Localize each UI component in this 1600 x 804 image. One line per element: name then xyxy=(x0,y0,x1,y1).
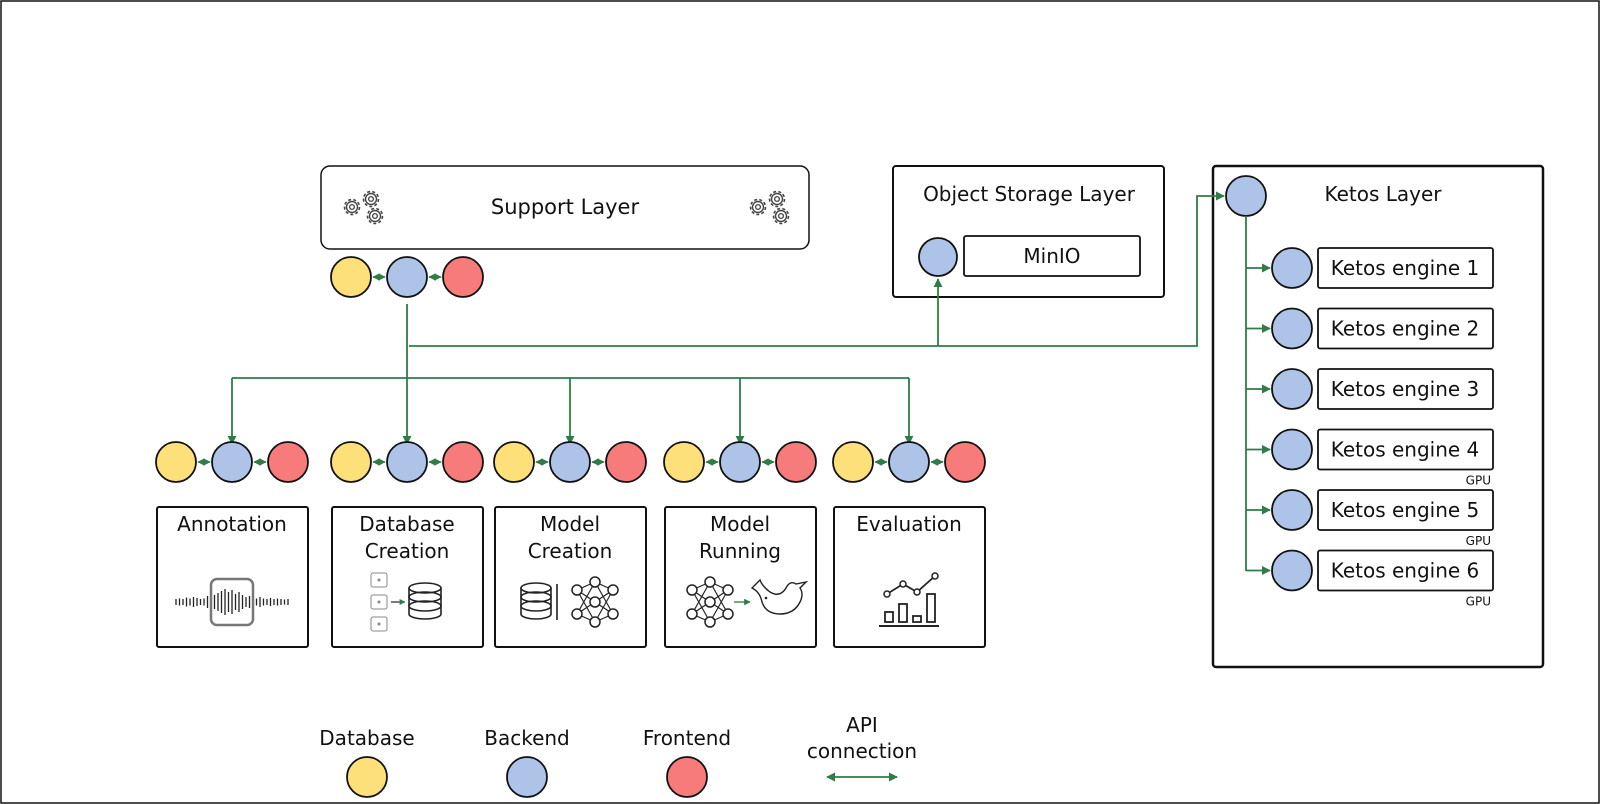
ketos-backend-node xyxy=(1225,175,1267,217)
support-service-trio xyxy=(330,256,484,298)
engine-box xyxy=(1317,549,1494,592)
engine-label: Ketos engine 3 xyxy=(1331,377,1480,401)
engine-backend-node xyxy=(1271,428,1313,471)
engine-box xyxy=(1317,368,1494,410)
engine-box xyxy=(1317,489,1494,531)
module-title-line1: Model xyxy=(710,512,770,536)
backend-node xyxy=(211,441,253,483)
engine-backend-node xyxy=(1271,307,1313,350)
module-box xyxy=(664,506,817,648)
engine-backend-node xyxy=(1271,549,1313,592)
database-node xyxy=(663,441,705,483)
module-title-line1: Model xyxy=(540,512,600,536)
frontend-node xyxy=(775,441,817,483)
waveform-icon xyxy=(175,577,289,627)
object-storage-title: Object Storage Layer xyxy=(923,182,1136,206)
module-evaluation: Evaluation xyxy=(832,441,986,648)
database-node xyxy=(493,441,535,483)
engine-box xyxy=(1317,428,1494,471)
model-running-icon xyxy=(686,576,809,628)
service-trio xyxy=(155,441,309,483)
frontend-node xyxy=(442,441,484,483)
engine-label: Ketos engine 4 xyxy=(1331,438,1480,462)
ketos-engine: Ketos engine 1 xyxy=(1246,247,1494,289)
legend-api-label-1: API xyxy=(846,713,878,737)
service-trio xyxy=(493,441,647,483)
backend-node xyxy=(719,441,761,483)
module-box xyxy=(331,506,484,648)
chart-icon xyxy=(879,572,939,627)
module-box xyxy=(833,506,986,648)
frontend-node xyxy=(605,441,647,483)
database-creation-icon xyxy=(370,572,442,632)
backend-node xyxy=(918,237,958,277)
module-title-line1: Evaluation xyxy=(856,512,962,536)
engine-label: Ketos engine 1 xyxy=(1331,256,1480,280)
ketos-engines: Ketos engine 1 Ketos engine 2 Ketos engine… xyxy=(1246,247,1494,609)
database-node xyxy=(330,256,372,298)
module-title-line2: Running xyxy=(699,539,781,563)
frontend-node xyxy=(442,256,484,298)
support-layer: Support Layer xyxy=(320,165,810,250)
service-trio xyxy=(330,441,484,483)
database-node xyxy=(330,441,372,483)
legend: Database Backend Frontend API connection xyxy=(319,713,917,798)
service-trio xyxy=(663,441,817,483)
frontend-node xyxy=(944,441,986,483)
minio-box xyxy=(963,235,1141,277)
legend-api-label-2: connection xyxy=(807,739,917,763)
engine-label: Ketos engine 6 xyxy=(1331,559,1480,583)
legend-database-label: Database xyxy=(319,726,414,750)
frontend-node xyxy=(267,441,309,483)
module-title-line1: Annotation xyxy=(177,512,287,536)
database-node xyxy=(155,441,197,483)
engine-backend-node xyxy=(1271,247,1313,289)
database-node xyxy=(832,441,874,483)
ketos-engine: Ketos engine 6 GPU xyxy=(1246,549,1494,609)
engine-label: Ketos engine 2 xyxy=(1331,317,1480,341)
backend-node xyxy=(888,441,930,483)
legend-backend-label: Backend xyxy=(484,726,570,750)
service-trio xyxy=(330,256,484,298)
module-title-line1: Database xyxy=(359,512,454,536)
legend-frontend-label: Frontend xyxy=(643,726,731,750)
ketos-layer: Ketos Layer xyxy=(1211,164,1545,669)
module-title-line2: Creation xyxy=(365,539,450,563)
api-connections xyxy=(227,191,1225,445)
engine-gpu-note: GPU xyxy=(1466,474,1491,488)
engine-box xyxy=(1317,247,1494,289)
module-annotation: Annotation xyxy=(155,441,309,648)
legend-backend-circle xyxy=(506,756,548,798)
backend-node xyxy=(549,441,591,483)
ketos-engine: Ketos engine 3 xyxy=(1246,368,1494,410)
ketos-layer-title: Ketos Layer xyxy=(1324,182,1442,206)
engine-gpu-note: GPU xyxy=(1466,595,1491,609)
engine-gpu-note: GPU xyxy=(1466,534,1491,548)
legend-database-circle xyxy=(346,756,388,798)
engine-label: Ketos engine 5 xyxy=(1331,498,1480,522)
engine-backend-node xyxy=(1271,489,1313,531)
model-creation-icon xyxy=(520,576,619,628)
legend-frontend-circle xyxy=(666,756,708,798)
ketos-engine: Ketos engine 4 GPU xyxy=(1246,428,1494,488)
support-layer-title: Support Layer xyxy=(491,195,640,219)
ketos-engine: Ketos engine 2 xyxy=(1246,307,1494,350)
backend-node xyxy=(386,441,428,483)
engine-backend-node xyxy=(1271,368,1313,410)
backend-node xyxy=(386,256,428,298)
module-box xyxy=(156,506,309,648)
minio-label: MinIO xyxy=(1023,244,1080,268)
module-title-line2: Creation xyxy=(528,539,613,563)
ketos-engine: Ketos engine 5 GPU xyxy=(1246,489,1494,548)
service-trio xyxy=(832,441,986,483)
object-storage-layer: Object Storage Layer MinIO xyxy=(892,165,1165,298)
engine-box xyxy=(1317,307,1494,350)
